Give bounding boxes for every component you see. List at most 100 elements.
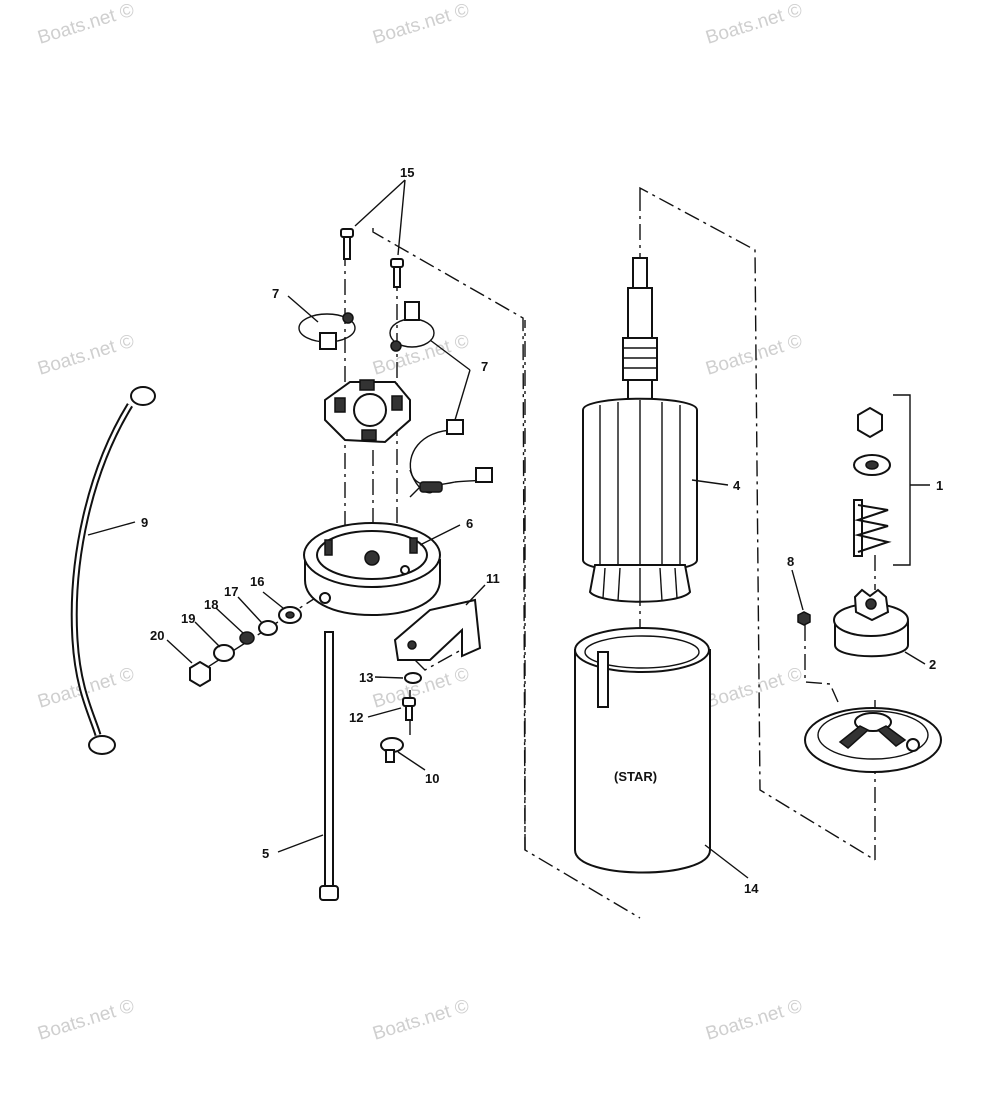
end-cap-bore [364,550,380,566]
end-cap-post [324,539,333,556]
brush-clip [342,312,354,324]
part-hardware-16-20 [189,606,302,688]
callout-6: 6 [466,516,473,531]
armature-shaft [627,287,653,339]
callout-7a: 7 [272,286,279,301]
end-cap-stud [319,592,331,604]
callout-19: 19 [181,611,195,626]
part-nut-8 [797,611,811,626]
brush-slot [359,379,375,391]
watermark: Boats.net © [703,996,804,1045]
cable-eyelet [88,735,116,755]
part-brush-lead [409,419,493,498]
nut-8 [797,611,811,626]
bolt-head [319,885,339,901]
washer-hole [285,611,295,619]
part-hardware-10-13 [380,672,422,763]
part-through-bolt-5 [319,631,339,901]
assembly-line [372,228,641,919]
part-bracket-11 [393,598,482,661]
drive-head-stud [906,738,920,752]
assembly-lines [199,186,876,919]
screw-head [390,258,404,268]
bracket-hole [407,640,417,650]
watermark: Boats.net © [370,331,471,380]
screw-12-shank [405,705,413,721]
watermark: Boats.net © [703,664,804,713]
brush-slot [361,429,377,441]
cable-eyelet [130,386,156,406]
callout-2: 2 [929,657,936,672]
brush-block [319,332,337,350]
part-end-cap-6 [303,522,441,617]
callout-14: 14 [744,881,759,896]
assembly-line [804,625,839,703]
watermark: Boats.net © [703,0,804,49]
callout-11: 11 [486,571,500,586]
part-brush-plate [324,379,411,444]
callout-12: 12 [349,710,363,725]
frame-magnet [597,651,609,708]
washer-19 [213,644,235,662]
callout-4: 4 [733,478,741,493]
armature-shaft-tip [632,257,648,289]
assembly-line [414,644,471,671]
callout-5: 5 [262,846,269,861]
brush-block [404,301,420,321]
assembly-line [639,186,876,861]
brush-clip [390,340,402,352]
callout-15: 15 [400,165,414,180]
frame-top-rim [574,627,710,673]
lead-wire [409,486,421,498]
callout-1: 1 [936,478,943,493]
watermark: Boats.net © [35,996,136,1045]
part-cable-9 [70,386,156,755]
watermark: Boats.net © [370,664,471,713]
callout-20: 20 [150,628,164,643]
drive-head-hub [854,712,892,732]
frame-inner-rim [584,635,700,669]
nut-20 [189,660,211,688]
watermark: Boats.net © [370,996,471,1045]
callout-7b: 7 [481,359,488,374]
callout-13: 13 [359,670,373,685]
screw-12-head [402,697,416,707]
callout-layer: 1 2 4 5 6 7 7 8 9 10 11 12 13 14 15 16 1… [141,165,943,896]
watermark: Boats.net © [703,331,804,380]
end-cap-post [409,537,418,554]
callout-9: 9 [141,515,148,530]
part-drive-end-head [804,707,942,773]
part-armature-4 [582,257,698,603]
lead-terminal [446,419,464,435]
callout-16: 16 [250,574,264,589]
brush-slot [334,397,346,413]
end-cap-stud [400,565,410,575]
lockwasher-18 [239,631,255,645]
part-brush-7 [298,301,435,352]
part-pinion-2 [833,588,909,658]
drive-spring [854,504,892,553]
leader-lines [87,179,930,879]
drive-head-rim [804,707,942,773]
brush-slot [391,395,403,411]
watermark: Boats.net © [35,0,136,49]
screw-shank [393,266,401,288]
drive-nut [857,406,883,439]
watermark: Boats.net © [370,0,471,49]
callout-8: 8 [787,554,794,569]
screw-10-shank [385,749,395,763]
part-screw-15 [340,228,404,288]
frame-body [574,649,711,874]
callout-17: 17 [224,584,238,599]
frame-label: (STAR) [614,769,657,784]
part-frame-14: (STAR) [574,627,711,874]
screw-shank [343,236,351,260]
screw-head [340,228,354,238]
brush-plate-hub [353,393,387,427]
part-drive-hardware-1 [853,406,892,557]
callout-18: 18 [204,597,218,612]
armature-spline [622,337,658,381]
callout-10: 10 [425,771,439,786]
